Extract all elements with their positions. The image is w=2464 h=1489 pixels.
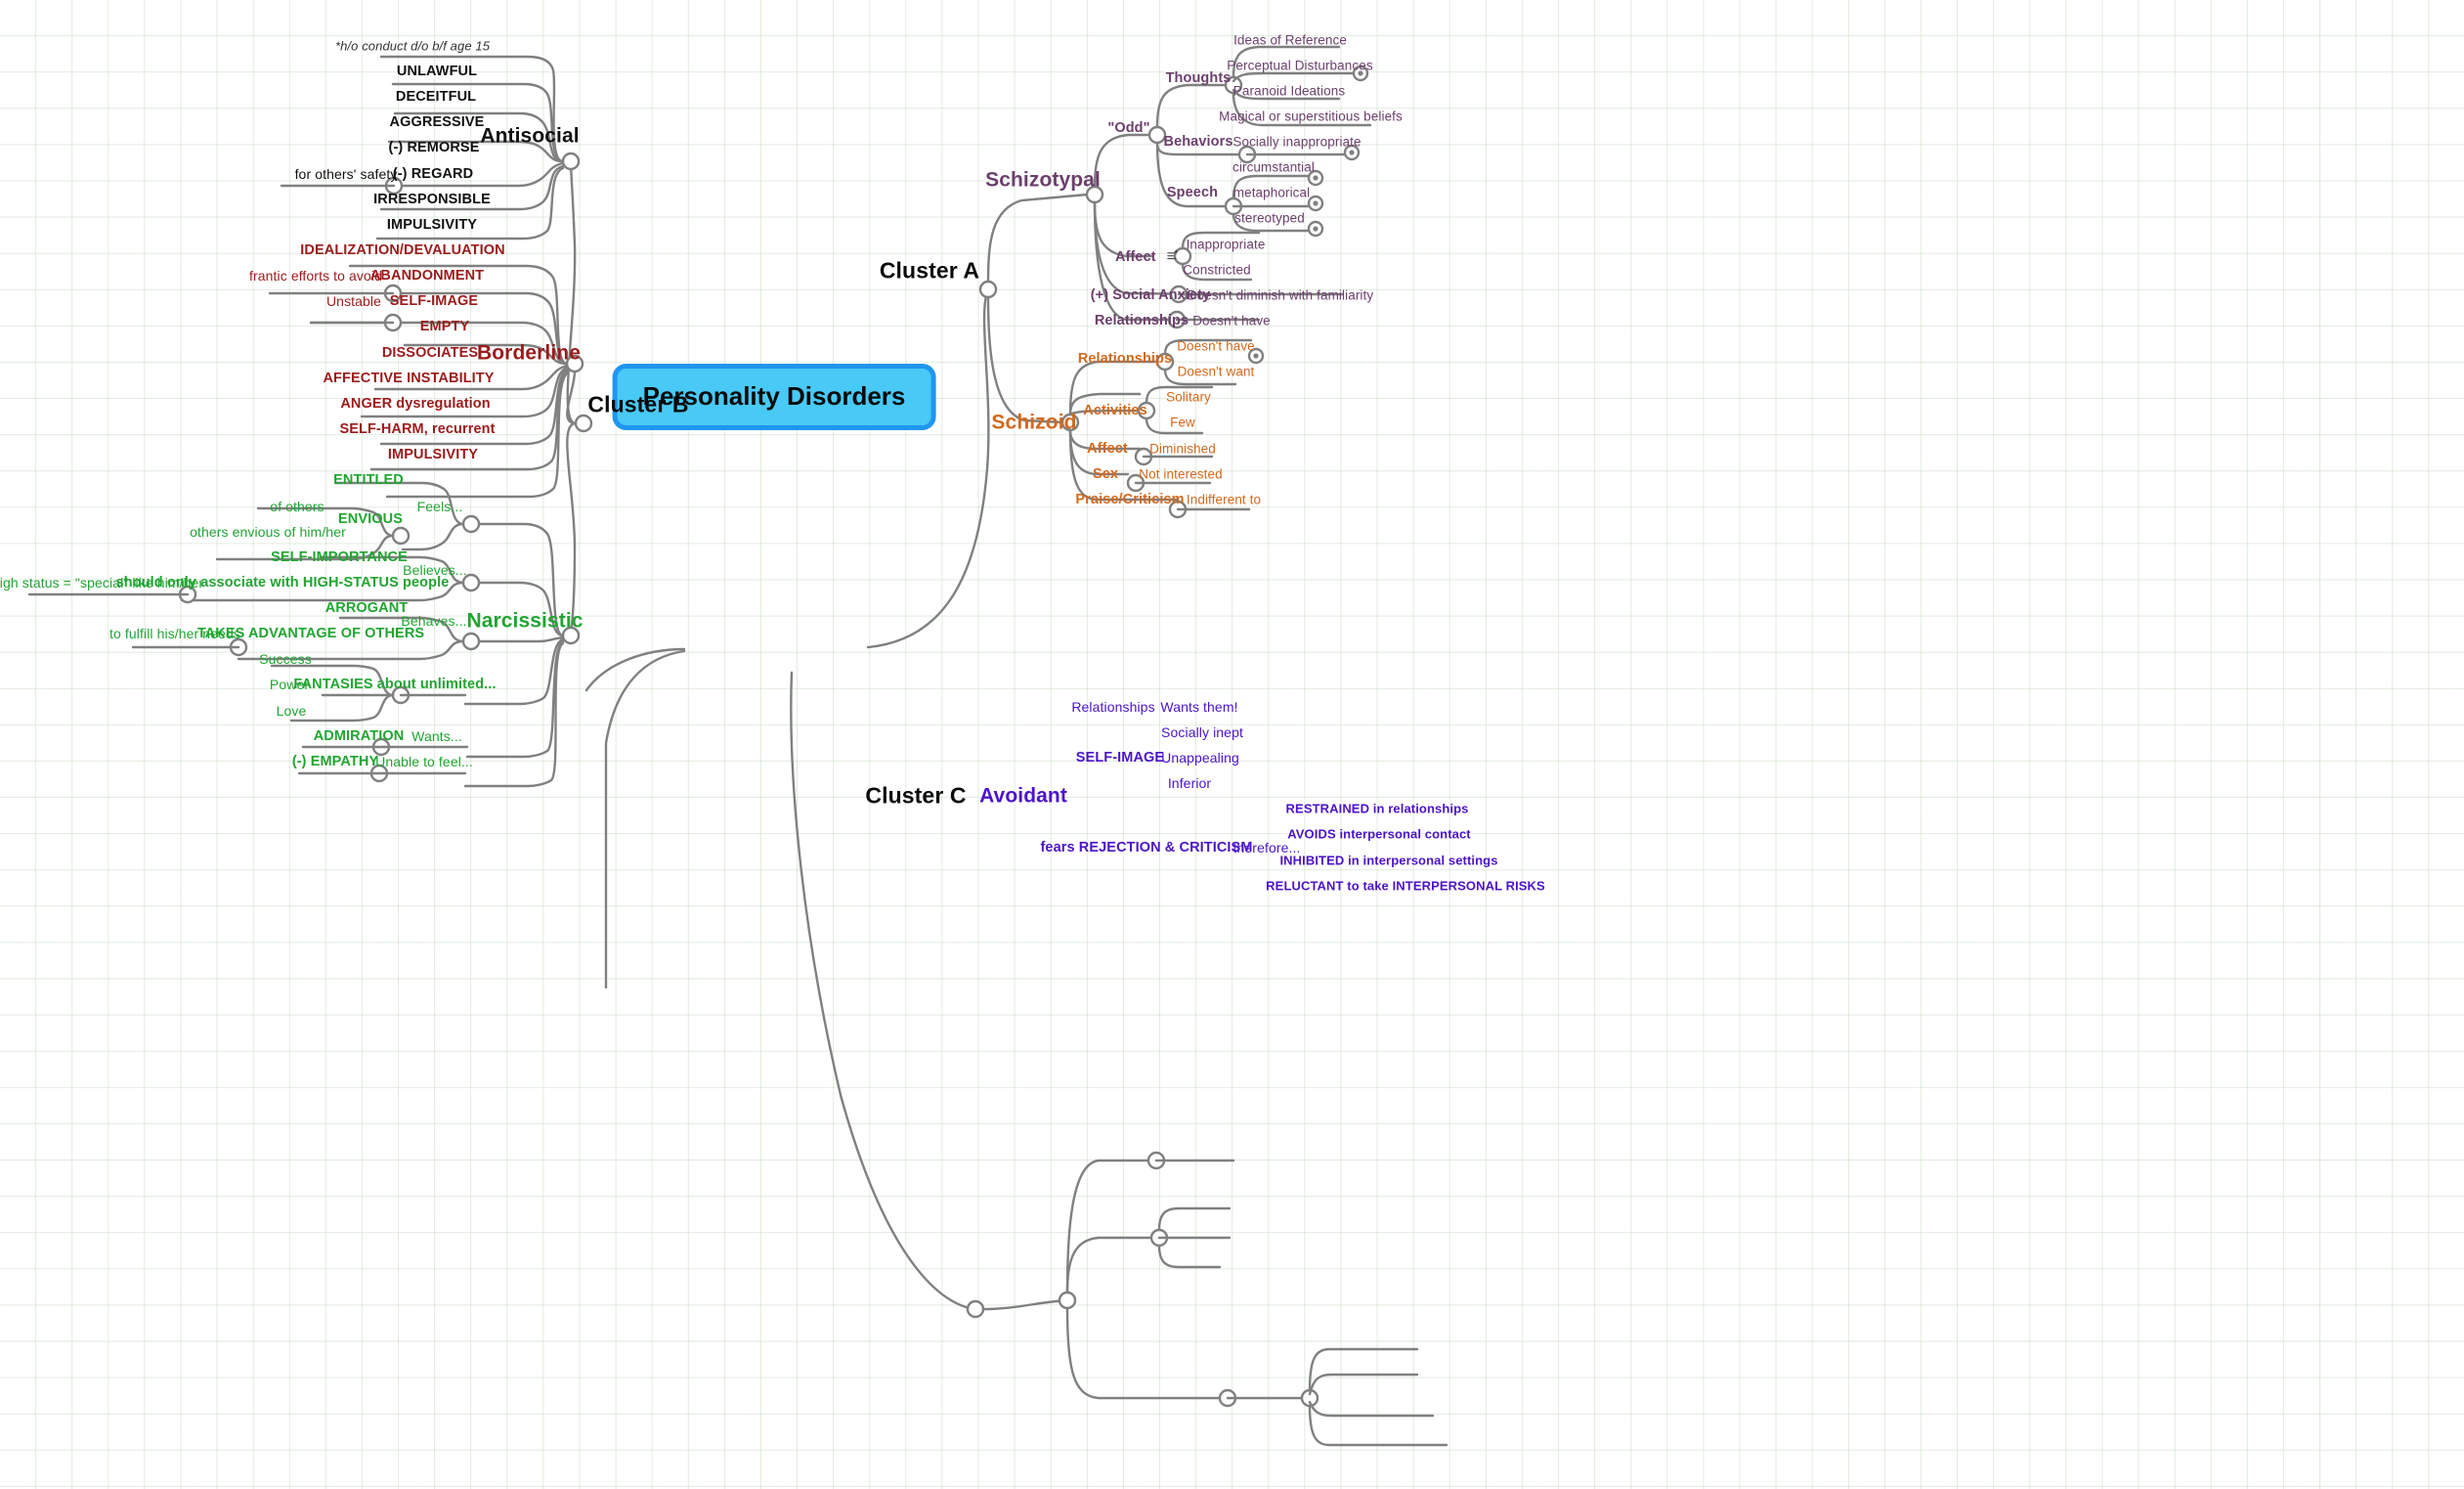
disorder-borderline[interactable]: Borderline (476, 341, 582, 365)
disorder-antisocial[interactable]: Antisocial (480, 124, 580, 148)
avoidant-inhibited[interactable]: INHIBITED in interpersonal settings (1279, 853, 1498, 868)
narcissistic-feels[interactable]: Feels... (416, 499, 463, 514)
antisocial-aggressive[interactable]: AGGRESSIVE (389, 113, 485, 130)
schizotypal-social-anxiety[interactable]: (+) Social Anxiety (1090, 286, 1211, 303)
schizotypal-circumstantial[interactable]: circumstantial (1232, 159, 1315, 175)
avoidant-fears[interactable]: fears REJECTION & CRITICISM (1040, 839, 1253, 855)
narcissistic-wants[interactable]: Wants... (411, 728, 462, 744)
avoidant-relationships[interactable]: Relationships (1071, 699, 1155, 715)
schizoid-relationships[interactable]: Relationships (1077, 350, 1173, 367)
narcissistic-behaves[interactable]: Behaves... (401, 613, 467, 629)
borderline-anger[interactable]: ANGER dysregulation (340, 395, 491, 412)
schizoid-sex[interactable]: Sex (1092, 465, 1119, 482)
cluster-b-label[interactable]: Cluster B (587, 391, 689, 417)
borderline-affective[interactable]: AFFECTIVE INSTABILITY (323, 370, 495, 386)
narcissistic-fantasies[interactable]: FANTASIES about unlimited... (293, 676, 497, 692)
schizotypal-constricted[interactable]: Constricted (1183, 262, 1251, 278)
schizotypal-relationships[interactable]: Relationships (1094, 312, 1189, 328)
narcissistic-admiration[interactable]: ADMIRATION (313, 727, 405, 744)
borderline-idealization[interactable]: IDEALIZATION/DEVALUATION (300, 241, 505, 258)
avoidant-selfimage-b[interactable]: Unappealing (1161, 750, 1239, 766)
antisocial-regard-sub[interactable]: for others' safety (294, 166, 398, 182)
avoidant-relationships-sub[interactable]: Wants them! (1160, 699, 1238, 715)
schizotypal-perceptual-disturbances[interactable]: Perceptual Disturbances (1227, 58, 1373, 73)
schizoid-praise-criticism[interactable]: Praise/Criticism (1075, 491, 1185, 507)
narcissistic-power[interactable]: Power (269, 677, 310, 692)
schizotypal-relationships-sub[interactable]: Doesn't have (1192, 313, 1271, 328)
disorder-schizoid[interactable]: Schizoid (991, 411, 1077, 434)
antisocial-regard[interactable]: (-) REGARD (392, 165, 474, 182)
schizoid-activities-a[interactable]: Solitary (1166, 389, 1211, 405)
antisocial-remorse[interactable]: (-) REMORSE (388, 139, 480, 155)
borderline-abandonment-sub[interactable]: frantic efforts to avoid (249, 268, 382, 284)
schizotypal-stereotyped[interactable]: stereotyped (1234, 210, 1305, 226)
narcissistic-takesadvantage[interactable]: TAKES ADVANTAGE OF OTHERS (196, 625, 425, 641)
narcissistic-success[interactable]: Success (259, 651, 312, 667)
schizotypal-ideas-of-reference[interactable]: Ideas of Reference (1233, 32, 1347, 48)
avoidant-therefore[interactable]: therefore... (1232, 840, 1301, 855)
schizoid-praise-criticism-sub[interactable]: Indifferent to (1186, 492, 1262, 507)
narcissistic-others-envious[interactable]: others envious of him/her (190, 524, 346, 540)
cluster-a-label[interactable]: Cluster A (879, 257, 980, 284)
schizoid-affect-sub[interactable]: Diminished (1149, 441, 1216, 457)
disorder-narcissistic[interactable]: Narcissistic (466, 609, 584, 633)
antisocial-deceitful[interactable]: DECEITFUL (395, 88, 477, 105)
schizotypal-affect-label: Affect (1115, 248, 1156, 265)
narcissistic-believes[interactable]: Believes... (403, 562, 467, 578)
schizoid-sex-sub[interactable]: Not interested (1139, 466, 1223, 482)
narcissistic-highstatus[interactable]: should only associate with HIGH-STATUS p… (115, 574, 450, 591)
borderline-empty[interactable]: EMPTY (419, 318, 470, 334)
cluster-c-label[interactable]: Cluster C (865, 782, 967, 809)
narcissistic-highstatus-sub[interactable]: high status = "special" like him/her (0, 575, 204, 591)
schizotypal-socially-inappropriate[interactable]: Socially inappropriate (1232, 134, 1362, 150)
schizoid-affect[interactable]: Affect (1087, 440, 1128, 457)
antisocial-unlawful[interactable]: UNLAWFUL (396, 63, 478, 79)
narcissistic-takesadvantage-sub[interactable]: to fulfill his/her needs (109, 626, 240, 641)
root-node[interactable]: Personality Disorders (612, 364, 936, 430)
borderline-dissociates[interactable]: DISSOCIATES (381, 344, 479, 361)
schizoid-activities[interactable]: Activities (1083, 402, 1147, 418)
narcissistic-selfimportance[interactable]: SELF-IMPORTANCE (271, 548, 408, 565)
narcissistic-envious[interactable]: ENVIOUS (338, 510, 403, 527)
borderline-selfharm[interactable]: SELF-HARM, recurrent (339, 420, 496, 437)
schizoid-relationships-a[interactable]: Doesn't have (1177, 338, 1255, 354)
avoidant-selfimage-a[interactable]: Socially inept (1161, 724, 1243, 740)
narcissistic-entitled[interactable]: ENTITLED (333, 471, 404, 488)
avoidant-avoids[interactable]: AVOIDS interpersonal contact (1287, 826, 1471, 842)
schizotypal-social-anxiety-sub[interactable]: Doesn't diminish with familiarity (1187, 287, 1374, 303)
avoidant-selfimage[interactable]: SELF-IMAGE (1075, 749, 1165, 766)
root-node-label: Personality Disorders (642, 381, 906, 411)
narcissistic-love[interactable]: Love (276, 703, 307, 719)
disorder-avoidant[interactable]: Avoidant (979, 784, 1067, 808)
avoidant-reluctant[interactable]: RELUCTANT to take INTERPERSONAL RISKS (1266, 878, 1545, 894)
schizoid-activities-b[interactable]: Few (1170, 415, 1195, 430)
schizotypal-magical-beliefs[interactable]: Magical or superstitious beliefs (1219, 109, 1403, 124)
note-icon[interactable] (1167, 249, 1180, 266)
narcissistic-envious-of-others[interactable]: of others (270, 499, 324, 514)
schizotypal-affect[interactable]: Affect (1115, 249, 1180, 266)
antisocial-irresponsible[interactable]: IRRESPONSIBLE (373, 191, 491, 207)
borderline-selfimage-sub[interactable]: Unstable (325, 293, 382, 309)
schizotypal-behaviors[interactable]: Behaviors (1163, 133, 1233, 150)
avoidant-restrained[interactable]: RESTRAINED in relationships (1285, 801, 1469, 816)
narcissistic-empathy[interactable]: (-) EMPATHY (291, 753, 379, 769)
schizotypal-speech[interactable]: Speech (1166, 184, 1219, 200)
narcissistic-arrogant[interactable]: ARROGANT (324, 599, 409, 616)
schizotypal-inappropriate[interactable]: Inappropriate (1186, 237, 1266, 252)
disorder-schizotypal[interactable]: Schizotypal (985, 168, 1101, 192)
schizotypal-thoughts[interactable]: Thoughts (1165, 69, 1232, 86)
borderline-abandonment[interactable]: ABANDONMENT (369, 267, 485, 284)
schizotypal-odd[interactable]: "Odd" (1107, 119, 1150, 136)
antisocial-impulsivity[interactable]: IMPULSIVITY (386, 216, 478, 233)
borderline-impulsivity[interactable]: IMPULSIVITY (387, 446, 479, 462)
narcissistic-unable-to-feel[interactable]: Unable to feel... (375, 754, 473, 769)
schizoid-relationships-b[interactable]: Doesn't want (1177, 364, 1255, 379)
avoidant-selfimage-c[interactable]: Inferior (1167, 775, 1212, 791)
borderline-selfimage[interactable]: SELF-IMAGE (389, 292, 479, 309)
schizotypal-metaphorical[interactable]: metaphorical (1232, 185, 1311, 200)
schizotypal-paranoid-ideations[interactable]: Paranoid Ideations (1232, 83, 1346, 99)
antisocial-note: *h/o conduct d/o b/f age 15 (334, 38, 491, 54)
